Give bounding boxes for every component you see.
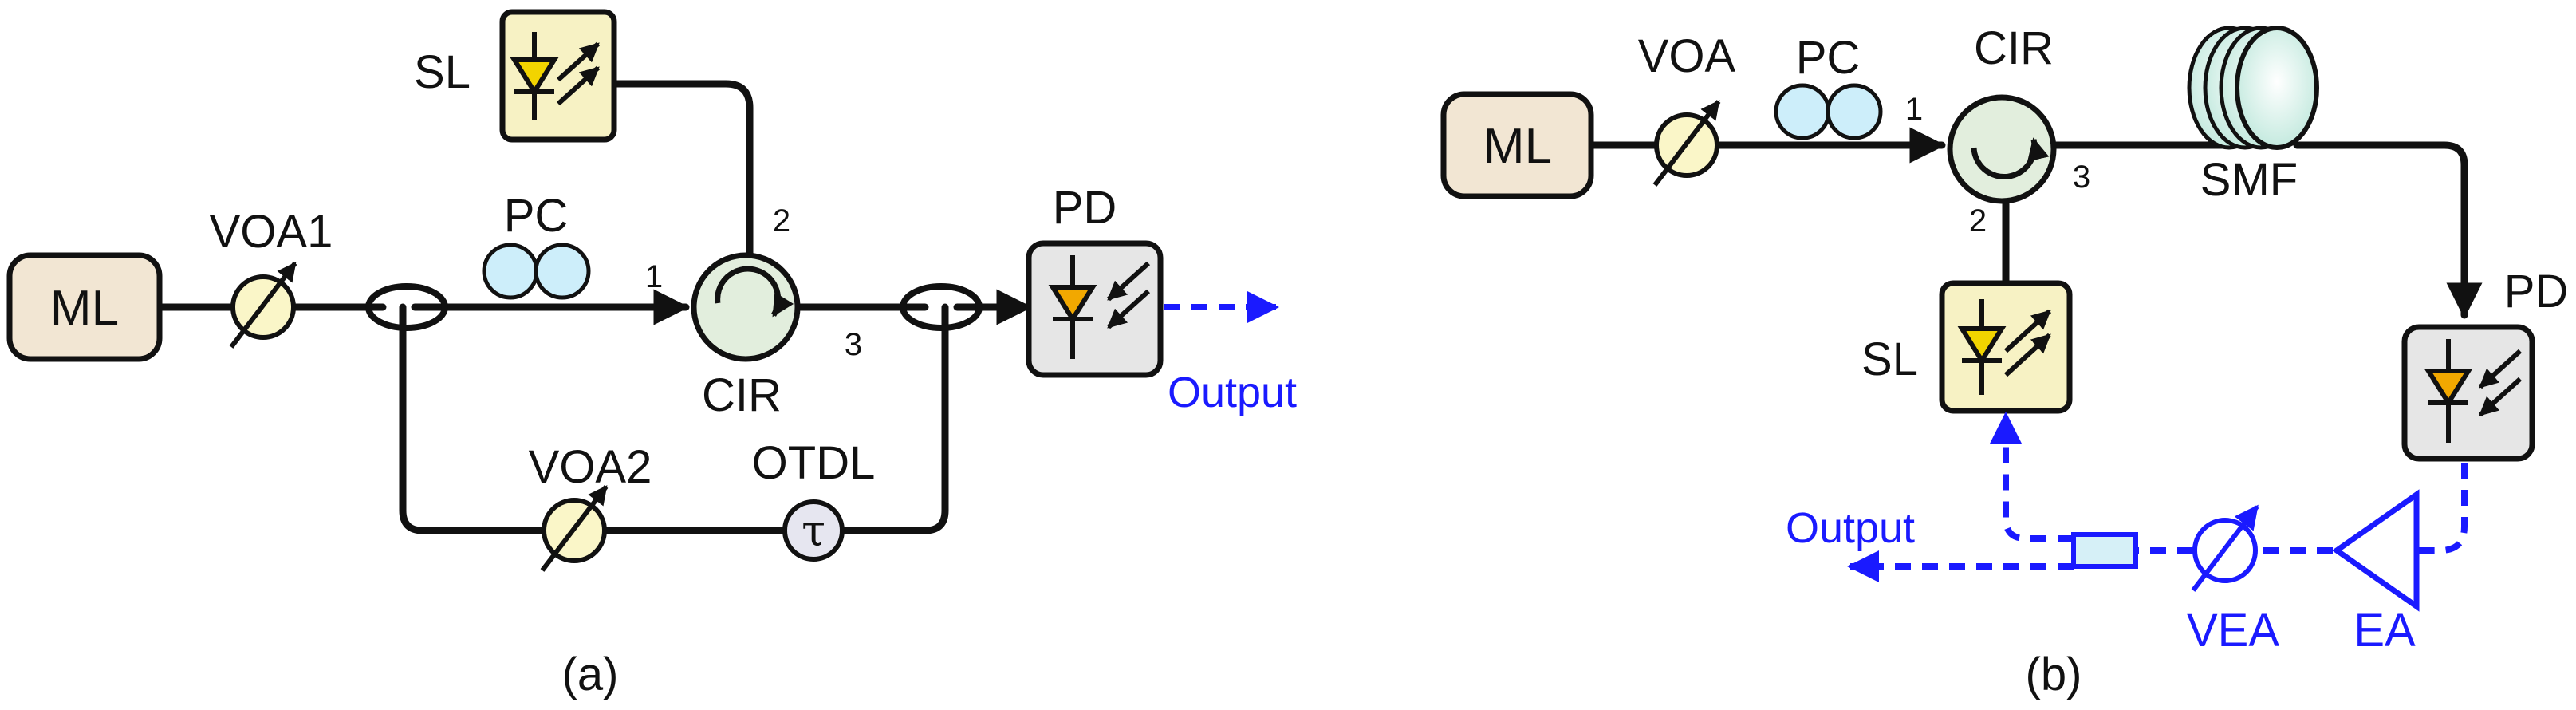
port1-label-b: 1 bbox=[1905, 92, 1923, 127]
caption-b: (b) bbox=[2026, 649, 2082, 700]
fiber-smf-to-pd bbox=[2293, 141, 2483, 319]
panel-a: ML VOA1 PC 1 SL CIR 2 3 bbox=[6, 9, 1297, 700]
pd-label: PD bbox=[1053, 182, 1117, 234]
otdl-delay-line bbox=[782, 499, 845, 562]
pc-paddle-1 bbox=[482, 243, 539, 300]
circulator-arrow-icon bbox=[715, 266, 794, 318]
ml-label-b: ML bbox=[1483, 119, 1552, 174]
voa1-arrow-icon bbox=[229, 262, 297, 349]
ml-label: ML bbox=[50, 281, 119, 336]
voa-label-b: VOA bbox=[1638, 30, 1736, 82]
pd-photodiode-icon-b bbox=[2424, 339, 2523, 443]
port2-label: 2 bbox=[773, 203, 790, 239]
port1-label: 1 bbox=[645, 259, 663, 294]
smf-fiber-spool-icon bbox=[2187, 26, 2319, 150]
vea-label: VEA bbox=[2187, 605, 2279, 657]
ml-box bbox=[6, 252, 163, 362]
voa2-label: VOA2 bbox=[529, 441, 652, 493]
panel-b: ML VOA PC 1 CIR 2 3 SMF bbox=[1440, 22, 2569, 700]
caption-a: (a) bbox=[562, 649, 619, 700]
pc-paddle-2 bbox=[534, 243, 591, 300]
port3-label: 3 bbox=[845, 327, 862, 362]
cir-label: CIR bbox=[702, 369, 782, 421]
pd-box bbox=[1026, 240, 1164, 378]
cir-label-b: CIR bbox=[1974, 22, 2054, 74]
sl-box-b bbox=[1939, 280, 2073, 414]
pd-photodiode-icon bbox=[1048, 255, 1151, 359]
ea-label: EA bbox=[2353, 605, 2416, 657]
ea-amplifier bbox=[2331, 489, 2420, 612]
coupler-1 bbox=[365, 283, 448, 331]
port2-label-b: 2 bbox=[1969, 203, 1987, 239]
output-label-b: Output bbox=[1786, 504, 1915, 552]
sl-laser-diode-icon-b bbox=[1957, 299, 2052, 395]
output-label: Output bbox=[1168, 369, 1297, 416]
circulator-arrow-icon-b bbox=[1971, 137, 2050, 179]
pc-label-b: PC bbox=[1796, 32, 1861, 84]
pc-label: PC bbox=[504, 190, 569, 242]
otdl-tau-symbol: τ bbox=[802, 506, 825, 556]
circulator-b bbox=[1947, 94, 2057, 204]
fiber-delay-loop bbox=[399, 303, 949, 534]
electrical-splitter bbox=[2071, 532, 2138, 569]
sl-label-b: SL bbox=[1861, 333, 1918, 385]
otdl-label: OTDL bbox=[752, 437, 876, 489]
vea-arrow-icon bbox=[2191, 504, 2259, 592]
voa1-label: VOA1 bbox=[210, 206, 333, 258]
ml-box-b bbox=[1440, 91, 1594, 199]
port3-label-b: 3 bbox=[2073, 160, 2090, 195]
pd-label-b: PD bbox=[2504, 266, 2569, 318]
voa2-arrow-icon bbox=[540, 485, 609, 572]
signal-splitter-to-sl bbox=[1990, 412, 2074, 542]
smf-label: SMF bbox=[2200, 154, 2298, 206]
pc-paddle-2-b bbox=[1826, 83, 1883, 140]
signal-pd-to-ea bbox=[2416, 463, 2468, 554]
pc-paddle-1-b bbox=[1774, 83, 1831, 140]
voa-arrow-icon-b bbox=[1652, 100, 1721, 187]
sl-box bbox=[499, 9, 617, 143]
coupler-2 bbox=[900, 283, 983, 331]
sl-laser-diode-icon bbox=[510, 32, 601, 120]
pd-box-b bbox=[2401, 324, 2535, 462]
fiber-sl-to-cir bbox=[610, 80, 754, 259]
sl-label: SL bbox=[414, 46, 471, 98]
